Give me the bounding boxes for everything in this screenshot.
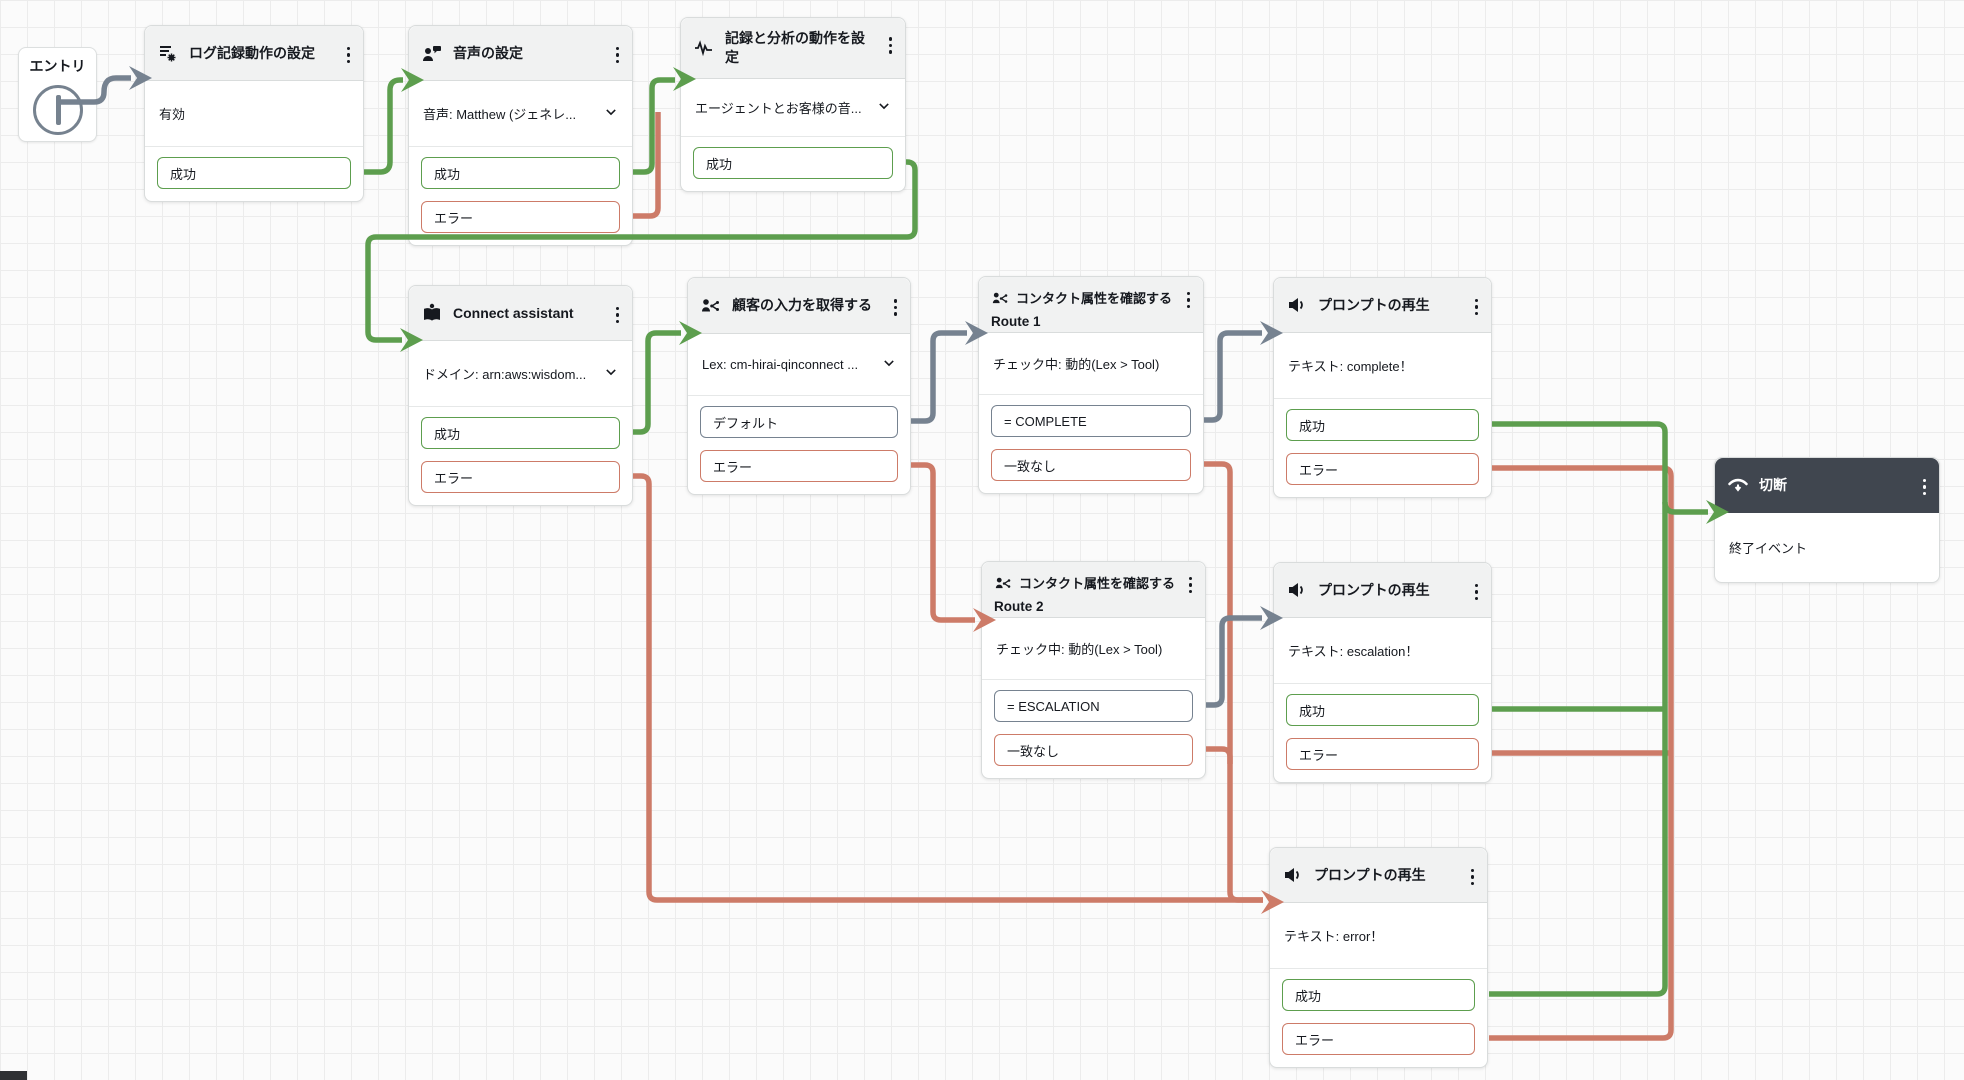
entry-port-bar: [55, 95, 61, 125]
output-port[interactable]: = ESCALATION: [994, 690, 1193, 722]
get-customer-input-icon: [700, 295, 722, 317]
node-title: プロンプトの再生: [1318, 581, 1430, 598]
node-param: テキスト: escalation！: [1288, 644, 1419, 659]
output-port[interactable]: 成功: [421, 157, 620, 189]
output-port[interactable]: 一致なし: [994, 734, 1193, 766]
canvas-edge-artifact: [0, 1071, 27, 1080]
output-port[interactable]: 成功: [157, 157, 351, 189]
node-header[interactable]: プロンプトの再生: [1270, 848, 1487, 903]
kebab-menu-button[interactable]: [613, 43, 623, 68]
kebab-menu-button[interactable]: [886, 33, 896, 58]
kebab-menu-button[interactable]: [613, 303, 623, 328]
play-prompt-icon: [1282, 864, 1304, 886]
output-port[interactable]: 成功: [1286, 409, 1479, 441]
node-header[interactable]: コンタクト属性を確認する Route 1: [979, 277, 1203, 333]
node-title: コンタクト属性を確認する: [1019, 575, 1176, 591]
chevron-down-icon[interactable]: [604, 365, 618, 382]
node-title: Connect assistant: [453, 304, 574, 321]
node-param: エージェントとお客様の音...: [695, 101, 862, 116]
chevron-down-icon[interactable]: [882, 356, 896, 373]
node-header[interactable]: コンタクト属性を確認する Route 2: [982, 562, 1205, 618]
entry-node[interactable]: エントリ: [18, 47, 97, 142]
node-play-prompt-escalation[interactable]: プロンプトの再生 テキスト: escalation！ 成功 エラー: [1273, 562, 1492, 783]
node-title: プロンプトの再生: [1314, 866, 1426, 883]
output-port[interactable]: エラー: [421, 201, 620, 233]
chevron-down-icon[interactable]: [877, 99, 891, 116]
node-param: ドメイン: arn:aws:wisdom...: [423, 367, 587, 382]
node-subtitle: Route 2: [994, 599, 1044, 615]
kebab-menu-button[interactable]: [891, 295, 901, 320]
node-check-contact-attributes-route2[interactable]: コンタクト属性を確認する Route 2 チェック中: 動的(Lex > Too…: [981, 561, 1206, 779]
output-port[interactable]: エラー: [1282, 1023, 1475, 1055]
node-title: 切断: [1759, 476, 1787, 493]
kebab-menu-button[interactable]: [1472, 580, 1482, 605]
check-contact-attributes-icon: [994, 572, 1012, 594]
entry-label: エントリ: [29, 58, 86, 74]
node-param: Lex: cm-hirai-qinconnect ...: [702, 357, 859, 372]
node-param: 終了イベント: [1729, 541, 1808, 556]
output-port[interactable]: 成功: [1282, 979, 1475, 1011]
node-title: 音声の設定: [453, 44, 523, 61]
output-port[interactable]: エラー: [421, 461, 620, 493]
output-port[interactable]: 成功: [693, 147, 893, 179]
node-header[interactable]: 切断: [1715, 458, 1939, 513]
node-title: 顧客の入力を取得する: [732, 297, 872, 313]
output-port[interactable]: エラー: [1286, 738, 1479, 770]
play-prompt-icon: [1286, 294, 1308, 316]
output-port[interactable]: エラー: [700, 450, 898, 482]
node-play-prompt-error[interactable]: プロンプトの再生 テキスト: error！ 成功 エラー: [1269, 847, 1488, 1068]
node-header[interactable]: 音声の設定: [409, 26, 632, 81]
node-connect-assistant[interactable]: Connect assistant ドメイン: arn:aws:wisdom..…: [408, 285, 633, 506]
output-port[interactable]: 成功: [421, 417, 620, 449]
node-param: 有効: [159, 107, 186, 122]
node-param: チェック中: 動的(Lex > Tool): [993, 357, 1160, 372]
kebab-menu-button[interactable]: [1468, 865, 1478, 890]
output-port[interactable]: エラー: [1286, 453, 1479, 485]
recording-analytics-icon: [693, 37, 715, 59]
node-title: プロンプトの再生: [1318, 296, 1430, 313]
node-header[interactable]: プロンプトの再生: [1274, 563, 1491, 618]
node-param: テキスト: error！: [1284, 929, 1384, 944]
node-title: コンタクト属性を確認する: [1016, 290, 1173, 306]
node-get-customer-input[interactable]: 顧客の入力を取得する Lex: cm-hirai-qinconnect ... …: [687, 277, 911, 495]
node-param: テキスト: complete！: [1288, 359, 1413, 374]
play-prompt-icon: [1286, 579, 1308, 601]
assistant-book-icon: [421, 302, 443, 324]
entry-port[interactable]: [32, 85, 83, 135]
node-set-logging-behavior[interactable]: ログ記録動作の設定 有効 成功: [144, 25, 364, 202]
logging-settings-icon: [157, 42, 179, 64]
node-check-contact-attributes-route1[interactable]: コンタクト属性を確認する Route 1 チェック中: 動的(Lex > Too…: [978, 276, 1204, 494]
node-play-prompt-complete[interactable]: プロンプトの再生 テキスト: complete！ 成功 エラー: [1273, 277, 1492, 498]
node-header[interactable]: Connect assistant: [409, 286, 632, 341]
node-header[interactable]: ログ記録動作の設定: [145, 26, 363, 81]
output-port[interactable]: = COMPLETE: [991, 405, 1191, 437]
kebab-menu-button[interactable]: [344, 43, 354, 68]
node-param: 音声: Matthew (ジェネレ...: [423, 107, 577, 122]
node-subtitle: Route 1: [991, 314, 1041, 330]
voice-settings-icon: [421, 42, 443, 64]
disconnect-icon: [1727, 474, 1749, 496]
node-title: ログ記録動作の設定: [189, 44, 315, 61]
node-header[interactable]: プロンプトの再生: [1274, 278, 1491, 333]
chevron-down-icon[interactable]: [604, 105, 618, 122]
kebab-menu-button[interactable]: [1920, 475, 1930, 500]
kebab-menu-button[interactable]: [1472, 295, 1482, 320]
node-param: チェック中: 動的(Lex > Tool): [996, 642, 1163, 657]
node-header[interactable]: 記録と分析の動作を設定: [681, 18, 905, 79]
check-contact-attributes-icon: [991, 287, 1009, 309]
output-port[interactable]: デフォルト: [700, 406, 898, 438]
kebab-menu-button[interactable]: [1186, 573, 1196, 598]
output-port[interactable]: 一致なし: [991, 449, 1191, 481]
node-disconnect[interactable]: 切断 終了イベント: [1714, 457, 1940, 583]
node-set-voice[interactable]: 音声の設定 音声: Matthew (ジェネレ... 成功 エラー: [408, 25, 633, 246]
node-header[interactable]: 顧客の入力を取得する: [688, 278, 910, 334]
kebab-menu-button[interactable]: [1184, 288, 1194, 313]
output-port[interactable]: 成功: [1286, 694, 1479, 726]
node-set-recording-analytics[interactable]: 記録と分析の動作を設定 エージェントとお客様の音... 成功: [680, 17, 906, 192]
node-title: 記録と分析の動作を設定: [725, 30, 865, 65]
